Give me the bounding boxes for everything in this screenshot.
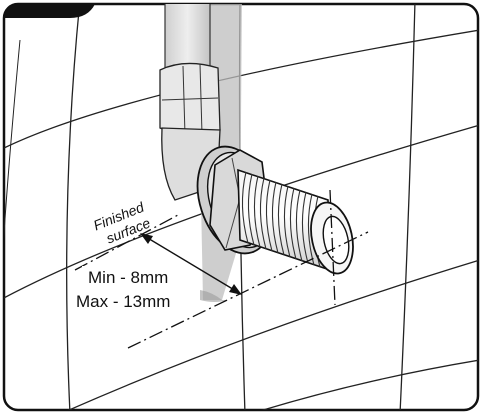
dimension-arrow (140, 233, 242, 295)
threaded-wall-fitting-icon (196, 145, 354, 275)
center-lines (74, 189, 369, 349)
max-label-bg (74, 290, 182, 312)
min-dimension-label: Min - 8mm (88, 268, 168, 287)
min-label-bg (82, 266, 178, 288)
figure-badge (4, 4, 95, 18)
max-dimension-label: Max - 13mm (76, 292, 170, 311)
